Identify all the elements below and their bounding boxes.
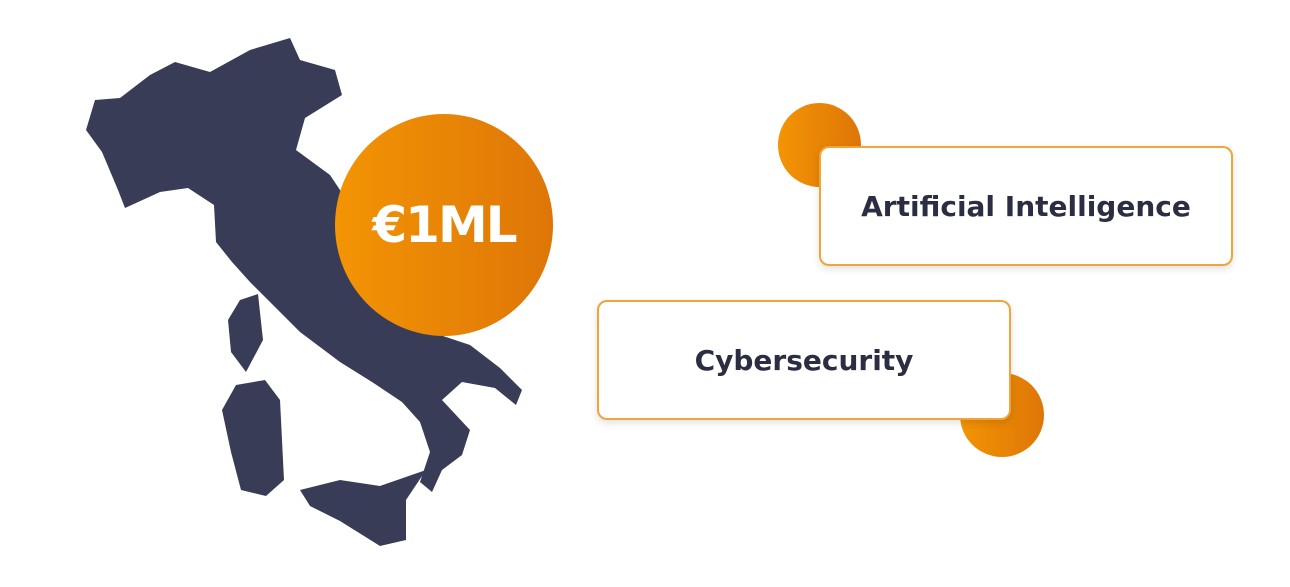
topic-label: Cybersecurity [694,343,914,377]
topic-label: Artificial Intelligence [861,189,1191,223]
sardinia [222,380,284,496]
sicily [300,470,426,546]
italy-mainland [86,38,522,492]
topic-card-artificial-intelligence: Artificial Intelligence [819,146,1233,266]
funding-amount: €1ML [372,196,517,254]
topic-card-cybersecurity: Cybersecurity [597,300,1011,420]
funding-badge: €1ML [335,114,553,336]
corsica [228,294,263,372]
